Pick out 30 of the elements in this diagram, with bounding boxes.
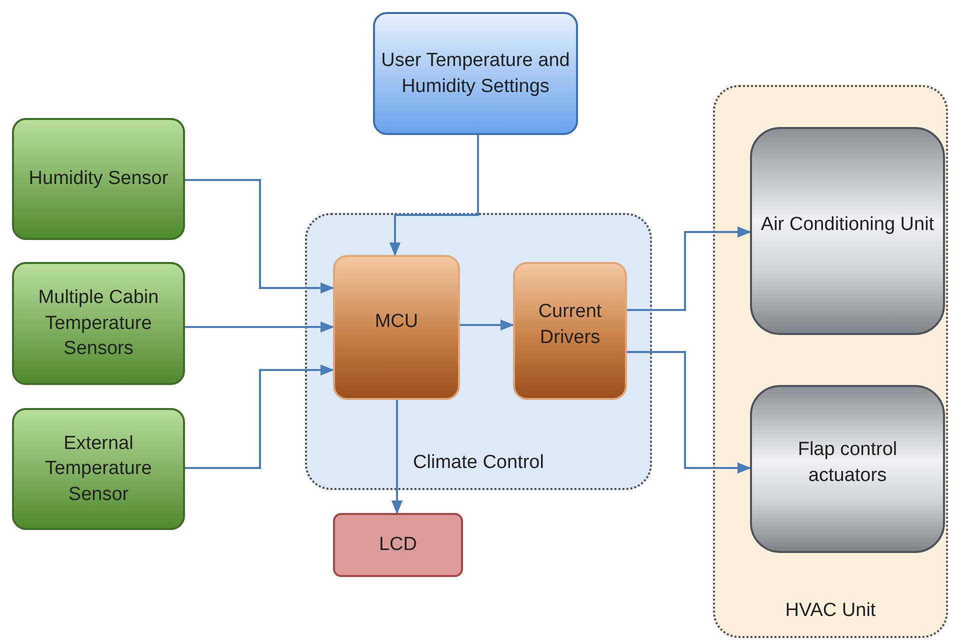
node-label: Multiple Cabin Temperature Sensors	[37, 286, 160, 362]
arrow	[185, 364, 334, 469]
node-label: Air Conditioning Unit	[760, 213, 936, 238]
node-label: User Temperature and Humidity Settings	[380, 48, 571, 98]
node-label: Current Drivers	[537, 300, 603, 350]
arrow	[389, 135, 479, 256]
sensor-box	[12, 408, 185, 530]
group-panel	[305, 213, 652, 490]
node-label: MCU	[374, 310, 420, 334]
output-box	[750, 385, 945, 553]
arrow	[460, 319, 514, 331]
node-label: Climate Control	[412, 451, 545, 476]
settings-box	[373, 12, 578, 135]
group-panel	[713, 85, 948, 638]
node-label: LCD	[378, 533, 418, 558]
arrow	[185, 321, 334, 333]
arrow	[627, 351, 752, 474]
output-box	[750, 127, 945, 335]
arrow	[391, 400, 403, 514]
sensor-box	[12, 262, 185, 385]
arrow	[185, 179, 334, 294]
node-label: External Temperature Sensor	[44, 432, 153, 507]
process-box	[333, 255, 460, 400]
sensor-box	[12, 118, 185, 240]
node-label: Flap control actuators	[796, 438, 898, 488]
node-label: Humidity Sensor	[28, 167, 170, 192]
arrow	[627, 226, 752, 311]
display-box	[333, 513, 463, 577]
process-box	[513, 262, 627, 400]
node-label: HVAC Unit	[784, 599, 877, 624]
